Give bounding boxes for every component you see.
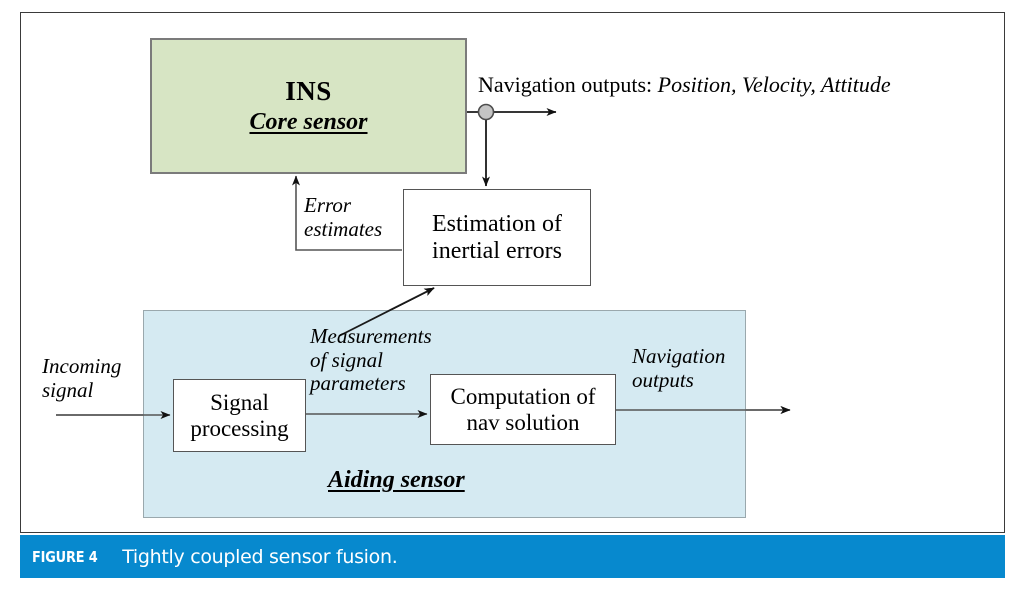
estimation-line-2: inertial errors [432,237,562,264]
navigation-outputs-line-1: Navigation [632,344,726,368]
error-estimates-line-1: Error [304,193,352,217]
error-estimates-annotation: Error estimates [304,193,383,241]
measurements-line-3: parameters [310,371,406,396]
figure-number-label: FIGURE 4 [32,547,98,566]
error-estimates-line-2: estimates [304,216,383,241]
navigation-outputs-annotation: Navigation outputs [632,344,726,392]
signal-line-1: Signal [210,389,269,415]
aiding-sensor-label: Aiding sensor [328,467,465,493]
signal-line-2: processing [190,415,289,441]
computation-block: Computation of nav solution [430,374,616,445]
navigation-outputs-prefix: Navigation outputs: [478,72,658,97]
figure-caption-bar: FIGURE 4 Tightly coupled sensor fusion. [20,535,1005,578]
navigation-outputs-items: Position, Velocity, Attitude [657,72,891,97]
ins-subtitle: Core sensor [249,109,368,136]
estimation-line-1: Estimation of [432,210,562,237]
measurements-line-1: Measurements [310,324,432,348]
incoming-signal-line-2: signal [42,377,94,402]
ins-block: INS Core sensor [150,38,467,174]
measurements-annotation: Measurements of signal parameters [310,324,432,396]
signal-processing-block: Signal processing [173,379,306,452]
ins-title: INS [285,75,332,106]
computation-line-2: nav solution [466,409,580,435]
estimation-block: Estimation of inertial errors [403,189,591,286]
navigation-outputs-line-2: outputs [632,367,694,392]
computation-line-1: Computation of [450,383,596,409]
figure-caption-text: Tightly coupled sensor fusion. [122,545,398,568]
incoming-signal-line-1: Incoming [42,354,122,378]
incoming-signal-annotation: Incoming signal [42,354,122,402]
measurements-line-2: of signal [310,347,383,372]
navigation-outputs-top-annotation: Navigation outputs: Position, Velocity, … [478,72,891,98]
